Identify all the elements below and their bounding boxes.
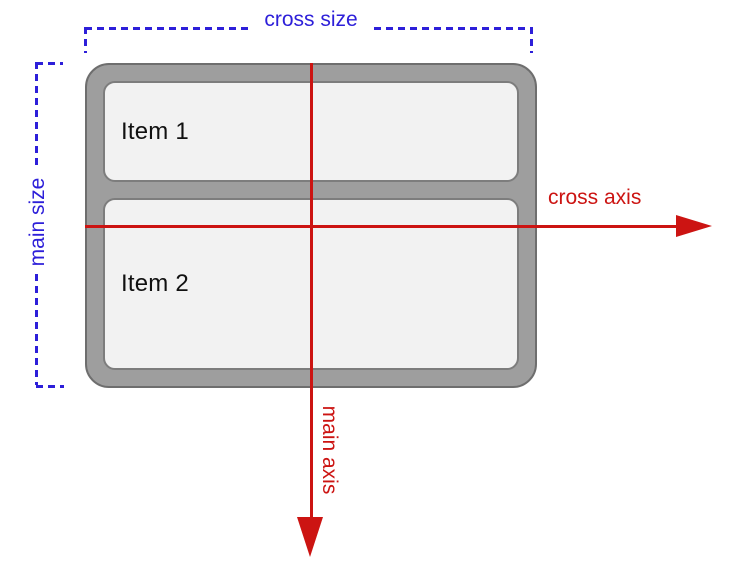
main-axis-label: main axis (318, 405, 341, 495)
main-size-bracket-top-tick (36, 62, 63, 65)
cross-axis-arrowhead-icon (676, 215, 712, 237)
main-size-bracket-bottom-tick (36, 385, 64, 388)
flex-item-1-label: Item 1 (121, 117, 189, 145)
cross-size-bracket-right-segment (374, 27, 532, 30)
cross-axis-label: cross axis (548, 186, 642, 209)
main-size-bracket-upper-segment (35, 62, 38, 170)
cross-size-label: cross size (264, 8, 358, 31)
cross-axis-line (85, 225, 677, 228)
main-size-label: main size (26, 177, 49, 267)
main-axis-arrowhead-icon (297, 517, 323, 557)
main-size-bracket-lower-segment (35, 274, 38, 385)
cross-size-bracket-right-tick (530, 27, 533, 53)
main-axis-line (310, 63, 313, 518)
flex-item-2-label: Item 2 (121, 270, 189, 297)
cross-size-bracket-left-segment (85, 27, 249, 30)
cross-size-bracket-left-tick (84, 27, 87, 53)
